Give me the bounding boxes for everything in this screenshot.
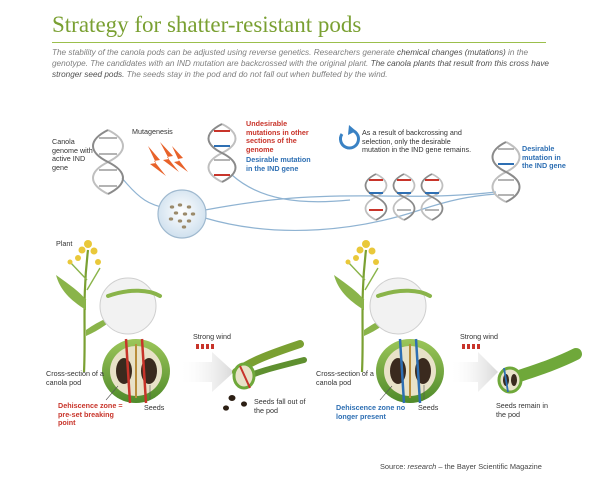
label-plant: Plant xyxy=(56,239,73,248)
label-seeds-right: Seeds xyxy=(418,403,439,412)
dna-helix-backcross-2 xyxy=(392,173,416,221)
label-undesirable-mutations: Undesirable mutations in other sections … xyxy=(246,119,309,154)
dna-helix-backcross-1 xyxy=(364,173,388,221)
label-strong-wind-right: Strong wind xyxy=(460,332,498,341)
label-dehiscence-right: Dehiscence zone no longer present xyxy=(336,403,406,421)
page-title: Strategy for shatter-resistant pods xyxy=(52,12,362,37)
intro-highlight-1: chemical changes (mutations) xyxy=(397,48,506,57)
mutagenesis-bolts xyxy=(148,142,188,176)
label-cross-section-left: Cross-section of a canola pod xyxy=(46,369,104,387)
intro-part-1: The stability of the canola pods can be … xyxy=(52,48,397,57)
label-canola-genome: Canola genome with active IND gene xyxy=(52,137,93,172)
pod-cross-section-right xyxy=(376,338,444,404)
label-desirable-final: Desirable mutation in the IND gene xyxy=(522,144,566,171)
label-mutagenesis: Mutagenesis xyxy=(132,127,173,136)
petri-dish xyxy=(157,189,207,239)
backcross-cycle-icon xyxy=(339,125,360,150)
dna-helix-mutated xyxy=(207,123,237,183)
label-seeds-left: Seeds xyxy=(144,403,165,412)
intro-part-3: The seeds stay in the pod and do not fal… xyxy=(124,70,388,80)
intro-highlight-2: The canola plants that result from this … xyxy=(52,59,549,80)
pointer-lines xyxy=(105,385,425,401)
label-backcross: As a result of backcrossing and selectio… xyxy=(362,128,472,155)
label-cross-section-right: Cross-section of a canola pod xyxy=(316,369,374,387)
source-prefix: Source: xyxy=(380,462,408,471)
source-suffix: – the Bayer Scientific Magazine xyxy=(436,462,542,471)
dna-helix-backcross-3 xyxy=(420,173,444,221)
canola-plant-left xyxy=(56,240,162,373)
title-rule xyxy=(52,42,546,43)
label-desirable-ind: Desirable mutation in the IND gene xyxy=(246,155,311,173)
label-seeds-fall-out: Seeds fall out of the pod xyxy=(254,397,306,415)
wind-arrow-left xyxy=(182,344,234,392)
dna-helix-final xyxy=(491,141,521,203)
pod-intact xyxy=(497,348,582,394)
canola-plant-right xyxy=(334,240,432,373)
dna-helix-original xyxy=(92,129,124,195)
pod-shattered xyxy=(223,340,307,411)
source-magazine: research xyxy=(407,462,437,471)
source-credit: Source: research – the Bayer Scientific … xyxy=(380,462,542,471)
intro-text: The stability of the canola pods can be … xyxy=(52,47,552,81)
label-seeds-remain: Seeds remain in the pod xyxy=(496,401,548,419)
wind-arrow-right xyxy=(452,344,498,392)
intro-part-2: in the genotype. The candidates with an … xyxy=(52,48,529,69)
label-strong-wind-left: Strong wind xyxy=(193,332,231,341)
label-dehiscence-left: Dehiscence zone = pre-set breaking point xyxy=(58,401,123,428)
pod-cross-section-left xyxy=(102,338,170,404)
